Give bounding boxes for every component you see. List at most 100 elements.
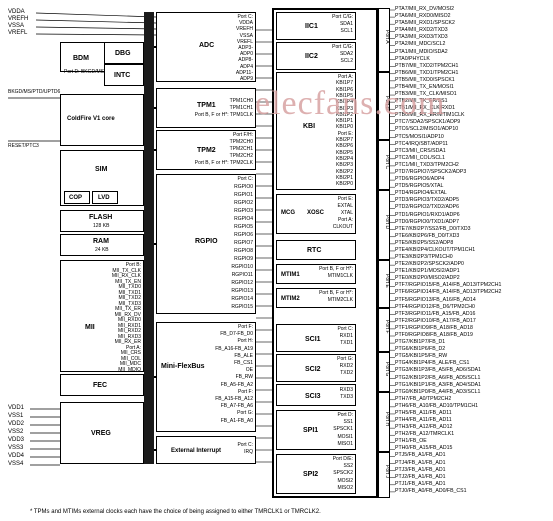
rtc-title: RTC: [307, 247, 322, 254]
extint-pin: Port C:: [237, 442, 253, 448]
flexbus-pin: Port G:: [237, 410, 253, 417]
flexbus-pin: FB_A15-FB_A12: [215, 396, 253, 402]
ram-title: RAM: [93, 238, 109, 245]
dbg-label: DBG: [115, 50, 131, 57]
mii-pin: MII_TXD1: [118, 289, 141, 296]
right-pin: PTA4/MII_RXD2/TXD3: [395, 27, 448, 34]
kbi-pin: KBI1P7: [336, 80, 353, 87]
right-pin: PTA7/MII_RX_DV/MOSI2: [395, 6, 454, 12]
rgpio-pin: RGPIO13: [231, 288, 253, 294]
supply-pin: VSS4: [8, 461, 24, 467]
right-pin: PTB5/MII_TXD0/SPSCK1: [395, 76, 455, 83]
bdm-port-label: Port D: BKGD/MS: [64, 69, 105, 75]
flexbus-pin: FB_D7-FB_D0: [220, 331, 253, 338]
iic1-title: IIC1: [305, 23, 318, 30]
sim-block: SIM COP LVD: [60, 150, 144, 206]
wire: [35, 26, 157, 30]
mtim1-block: MTIM1 Port B, F or H*:MTIM1CLK: [276, 264, 356, 284]
left-pin: VSSA: [8, 23, 25, 29]
right-pin: PTB2/MII_TX_ER/SS1: [395, 98, 448, 105]
tpm1-title: TPM1: [197, 102, 216, 109]
rgpio-pin: RGPIO6: [234, 232, 253, 238]
supply-pin: VSS3: [8, 445, 24, 451]
mii-pin: MII_TX_CLK: [112, 267, 141, 274]
adc-pin: ADP8-: [238, 57, 253, 64]
right-pin: PTD2/RGPIO2/TXD2/ADP6: [395, 204, 459, 211]
right-pin: PTC2/MII_COL/SCL1: [395, 154, 445, 161]
mtim1-pin: MTIM1CLK: [327, 273, 353, 279]
right-pin: PTH5/FB_A11/FB_AD11: [395, 409, 452, 416]
rgpio-pin: RGPIO3: [234, 208, 253, 214]
port-label: Port C: [384, 155, 390, 170]
sci3-pin: TXD3: [340, 394, 353, 400]
flash-title: FLASH: [89, 214, 113, 221]
lvd-label: LVD: [98, 195, 110, 201]
wire: [35, 33, 157, 36]
mii-pin: MII_RX_CLK: [111, 273, 141, 279]
spi2-pin: MISO2: [337, 484, 353, 491]
rgpio-pin: RGPIO15: [231, 304, 253, 310]
kbi-pin: KBI1P0: [336, 124, 353, 131]
tpm2-pin: Port B, F or H*: TPM2CLK: [194, 160, 253, 166]
intc-label: INTC: [114, 72, 131, 79]
mtim2-block: MTIM2 Port B, F or H*:MTIM2CLK: [276, 288, 356, 308]
kbi-title: KBI: [303, 123, 316, 130]
right-pin: PTH1/FB_OE: [395, 438, 427, 445]
kbi-pin: KBI1P1: [336, 118, 353, 125]
sci3-pin: RXD3: [339, 387, 353, 393]
port-d-block: [378, 190, 390, 260]
mtim2-pin: Port B, F or H*:: [319, 290, 353, 296]
left-pin: VREFH: [8, 16, 29, 22]
right-pin: PTD7/RGPIO7/SPSCK2/ADP3: [395, 169, 467, 175]
port-b-block: [378, 72, 390, 140]
rgpio-pin: RGPIO9: [234, 256, 253, 262]
mii-pin: MII_RXD3: [117, 333, 141, 340]
flexbus-pin: FB_A7-FB_A6: [220, 403, 253, 410]
right-pin: PTG3/KBI1P3/FB_A5/FB_AD6/SDA1: [395, 367, 481, 374]
mtim2-title: MTIM2: [281, 296, 300, 302]
right-pin: PTE3/KBI2P3/TPM1CH0: [395, 254, 453, 261]
rgpio-pin: RGPIO8: [234, 248, 253, 254]
right-pin: PTH2/FB_A12/TMRCLK1: [395, 431, 455, 438]
iic2-pin: SDA2: [339, 51, 353, 57]
flash-size: 128 KB: [93, 223, 110, 229]
tpm2-pin: TPM2CH1: [229, 146, 253, 152]
mii-pin: MII_TX_EN: [115, 278, 141, 285]
right-pin: PTB3/MII_TX_CLK/MISO1: [395, 91, 457, 98]
right-pin: PTC7/SDA2/SPSCK1/ADP9: [395, 119, 461, 126]
right-pin: PTG0/KBI1P0/FB_A4/FB_AD3/SCL1: [395, 388, 481, 395]
right-pin: PTH7/FB_A0/TPM2CH2: [395, 395, 452, 402]
fec-block: FEC: [60, 374, 144, 396]
kbi-pin: KBI1P4: [336, 99, 353, 106]
xosc-title: XOSC: [307, 210, 325, 216]
port-label: Port E: [384, 274, 390, 288]
xosc-pin: CLKOUT: [332, 224, 353, 230]
right-pin: PTA3/MII_RXD3/TXD3: [395, 34, 448, 41]
ram-block: RAM 24 KB: [60, 234, 144, 256]
supply-pin: VDD3: [8, 437, 25, 443]
kbi-pin: KBI1P5: [336, 92, 353, 99]
coldfire-core-block: ColdFire V1 core: [60, 94, 144, 146]
fec-label: FEC: [93, 382, 107, 389]
rgpio-pin: RGPIO5: [234, 224, 253, 230]
right-pin: PTG4/KBI1P4/FB_ALE/FB_CS1: [395, 360, 470, 367]
left-pin: VREFL: [8, 30, 28, 36]
kbi-pin: Port A:: [337, 74, 353, 80]
left-pin: VDDA: [8, 9, 25, 15]
right-pin: PTA5/MII_RXD1/SPSCK2: [395, 20, 455, 27]
rgpio-pin: RGPIO7: [234, 240, 253, 246]
supply-pin: VDD2: [8, 421, 25, 427]
extint-title: External Interrupt: [171, 448, 222, 454]
flexbus-pin: Port F:: [237, 324, 253, 330]
right-pin: PTE5/KBI2P5/SS2/ADP8: [395, 239, 454, 246]
bdm-title: BDM: [73, 55, 89, 62]
right-pin: PTE4/KBI2P4/CLKOUT/TPM1CH1: [395, 246, 476, 253]
spi2-pin: SPSCK2: [333, 470, 353, 477]
